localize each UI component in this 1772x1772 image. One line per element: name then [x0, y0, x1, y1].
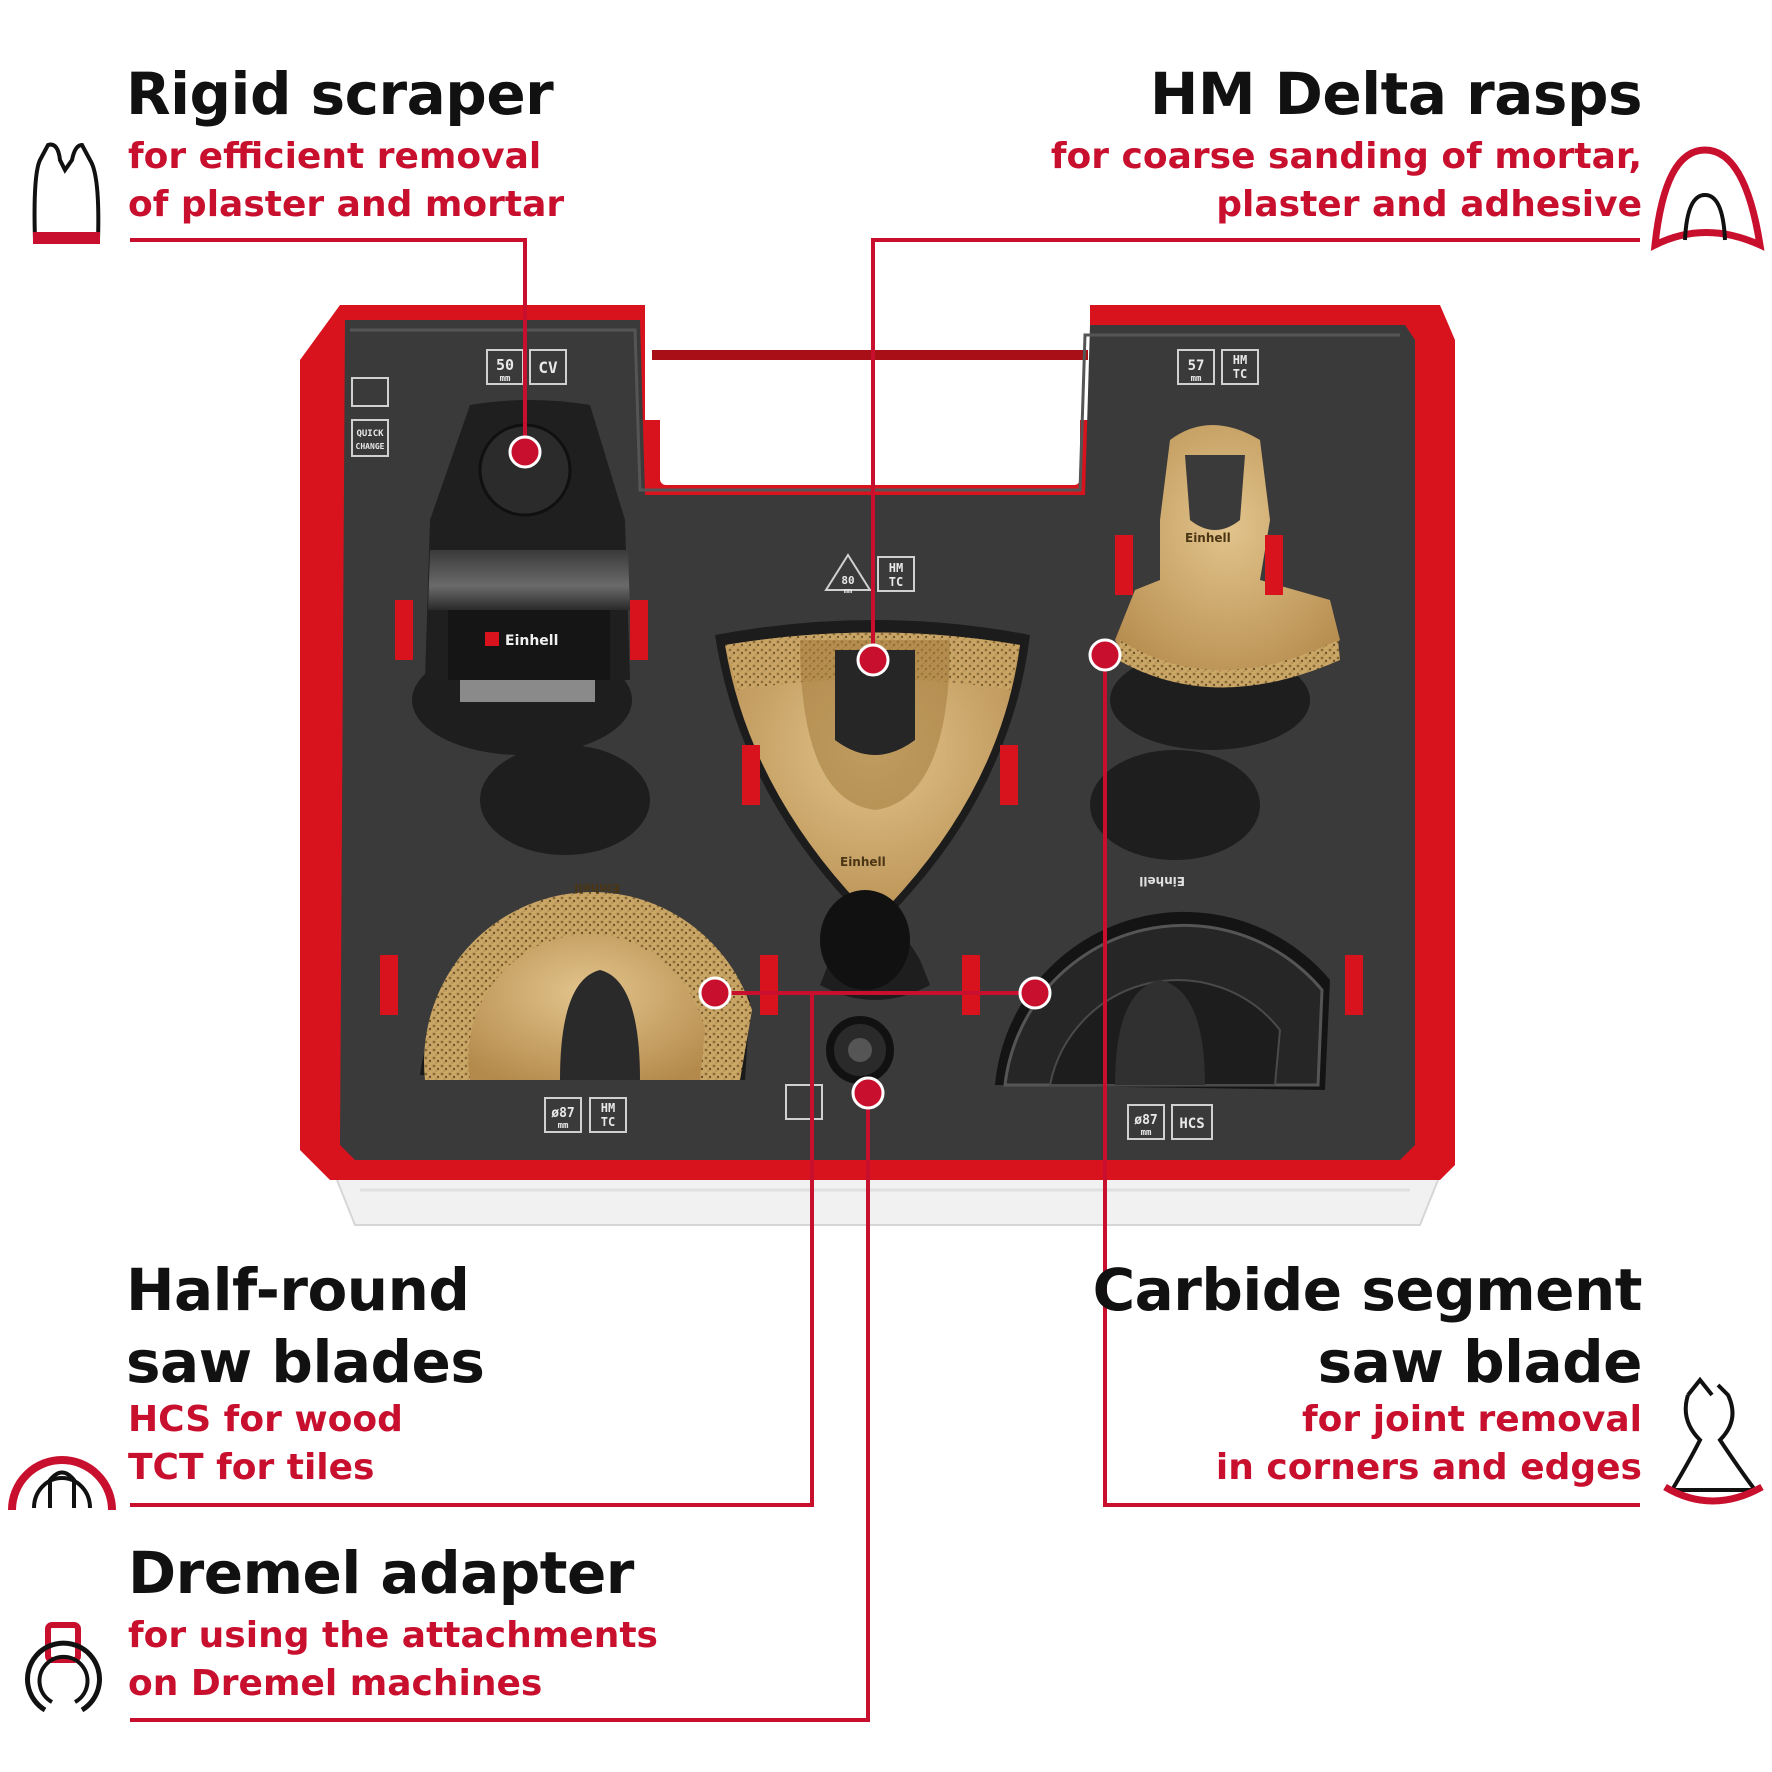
- carbide-segment-line2: in corners and edges: [1215, 1447, 1642, 1488]
- segment-unit-label: mm: [1191, 374, 1202, 384]
- scraper-material-label: CV: [538, 358, 558, 377]
- delta-unit-label: mm: [844, 587, 852, 595]
- dremel-adapter-title: Dremel adapter: [128, 1539, 634, 1607]
- brand-delta: Einhell: [840, 855, 886, 869]
- brand-halfround-right: Einhell: [1139, 874, 1185, 888]
- delta-rasps-line2: plaster and adhesive: [1216, 184, 1642, 225]
- delta-rasps-line1: for coarse sanding of mortar,: [1050, 136, 1642, 177]
- rigid-scraper-line2: of plaster and mortar: [128, 184, 565, 225]
- rigid-scraper-tool: [425, 400, 630, 702]
- leader-lines: [130, 238, 1640, 1722]
- rigid-scraper-title: Rigid scraper: [126, 60, 554, 128]
- segment-blade-icon: [1663, 1376, 1764, 1505]
- delta-rasp-icon: [1650, 146, 1765, 251]
- halfround-left-material-line1: HM: [601, 1101, 615, 1115]
- quick-change-line1: QUICK: [356, 429, 384, 439]
- rigid-scraper-line1: for efficient removal: [128, 136, 542, 177]
- case-handle-opening: [660, 355, 1080, 485]
- delta-material-line1: HM: [889, 561, 903, 575]
- dremel-adapter-line1: for using the attachments: [128, 1615, 658, 1656]
- dremel-adapter-tool: [820, 890, 910, 1084]
- quick-change-line2: CHANGE: [356, 442, 385, 451]
- halfround-left-unit-label: mm: [558, 1121, 569, 1131]
- halfround-right-unit-label: mm: [1141, 1128, 1152, 1138]
- brand-scraper: Einhell: [505, 633, 558, 649]
- delta-material-line2: TC: [889, 575, 903, 589]
- dremel-adapter-line2: on Dremel machines: [128, 1663, 543, 1704]
- segment-size-label: 57: [1188, 358, 1205, 374]
- scraper-size-label: 50: [496, 356, 514, 374]
- half-round-blade-tmc: [420, 892, 752, 1080]
- carbide-segment-line1: for joint removal: [1302, 1399, 1642, 1440]
- half-round-line2: TCT for tiles: [128, 1447, 375, 1488]
- segment-material-line1: HM: [1233, 353, 1247, 367]
- leader-carbide-segment: [1103, 655, 1640, 1507]
- dremel-adapter-icon: [25, 1622, 102, 1713]
- carbide-segment-tool: [1115, 425, 1340, 688]
- scraper-unit-label: mm: [500, 374, 511, 384]
- half-round-title-line2: saw blades: [126, 1328, 485, 1396]
- case-lid-hinge: [333, 1174, 1442, 1226]
- delta-rasp-tool: [715, 620, 1030, 930]
- brand-halfround-left: Einhell: [574, 881, 620, 895]
- dremel-stamp-icon: [785, 1084, 823, 1120]
- brand-marks: Einhell Einhell Einhell Einhell Einhell: [485, 531, 1231, 895]
- foam-labels: 50 mm CV QUICK CHANGE 80 mm HM TC 57 mm …: [351, 349, 1259, 1140]
- half-round-blade-hcs: [995, 911, 1330, 1090]
- leader-delta-rasps: [871, 238, 1640, 660]
- halfround-left-material-line2: TC: [601, 1115, 615, 1129]
- segment-material-line2: TC: [1233, 367, 1247, 381]
- halfround-right-material-label: HCS: [1179, 1116, 1204, 1132]
- delta-shape-icon: [824, 553, 872, 591]
- half-round-title-line1: Half-round: [126, 1256, 470, 1324]
- leader-dots: [508, 435, 1122, 1110]
- quick-change-tool-icon: [351, 377, 389, 407]
- scraper-icon: [32, 142, 101, 244]
- carbide-segment-title-line2: saw blade: [1317, 1328, 1643, 1396]
- delta-rasps-title: HM Delta rasps: [1149, 60, 1643, 128]
- leader-dremel-adapter: [130, 1093, 870, 1722]
- brand-segment: Einhell: [1185, 531, 1231, 545]
- halfround-right-size-label: ø87: [1134, 1113, 1157, 1128]
- foam-clamps: [380, 535, 1363, 1015]
- half-round-blade-icon: [8, 1456, 116, 1511]
- delta-size-label: 80: [841, 574, 854, 587]
- carbide-segment-title-line1: Carbide segment: [1092, 1256, 1643, 1324]
- half-round-line1: HCS for wood: [128, 1399, 403, 1440]
- halfround-left-size-label: ø87: [551, 1106, 574, 1121]
- leader-rigid-scraper: [130, 238, 527, 452]
